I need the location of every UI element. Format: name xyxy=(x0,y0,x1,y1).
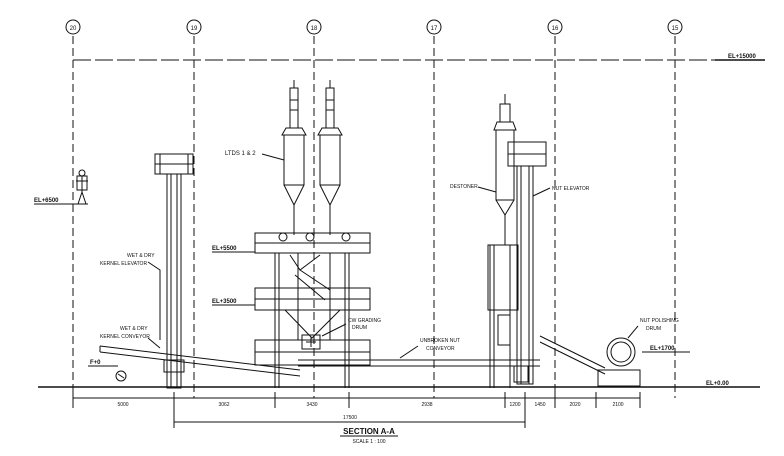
drawing-title-block: SECTION A-A SCALE 1 : 100 xyxy=(340,427,398,445)
nut-polishing-drum: NUT POLISHING DRUM xyxy=(539,318,679,387)
dim-segment-3: 3430 xyxy=(306,402,317,408)
kernel-elevator-label-1: WET & DRY xyxy=(127,253,155,259)
grid-axis-16: 16 xyxy=(547,19,563,398)
polishing-drum-label-2: DRUM xyxy=(646,326,661,332)
destoner-and-nut-elevator: DESTONER NUT ELEVATOR xyxy=(450,94,590,388)
level-person-label: EL+6500 xyxy=(34,198,59,204)
polishing-drum-label-1: NUT POLISHING xyxy=(640,318,679,324)
grid-axis-17: 17 xyxy=(426,19,442,398)
grid-axis-19: 19 xyxy=(186,19,202,398)
kernel-conveyor: WET & DRY KERNEL CONVEYOR xyxy=(99,326,301,382)
kernel-conveyor-label-1: WET & DRY xyxy=(120,326,148,332)
nut-conveyor-label-2: CONVEYOR xyxy=(426,346,455,352)
central-structure: CW GRADING DRUM xyxy=(254,232,381,388)
level-lines: EL+15000 EL+0.00 EL+6500 EL+5500 EL+3500… xyxy=(34,54,765,388)
grading-drum-label-2: DRUM xyxy=(352,325,367,331)
level-top-label: EL+15000 xyxy=(728,54,757,60)
grid-axis-20: 20 xyxy=(65,19,81,398)
level-ground-label: EL+0.00 xyxy=(706,381,730,387)
level-right-label: EL+1700 xyxy=(650,346,675,352)
grid-label-16: 16 xyxy=(552,26,559,32)
dim-segment-1: 5000 xyxy=(117,402,128,408)
level-ground-left-label: F+0 xyxy=(90,360,101,366)
kernel-elevator-label-2: KERNEL ELEVATOR xyxy=(100,261,147,267)
ltds-columns: LTDS 1 & 2 xyxy=(225,80,343,235)
dimension-lines: 5000 3062 3430 2938 1200 1450 2020 2100 … xyxy=(72,392,641,428)
grid-axis-15: 15 xyxy=(667,19,683,398)
dim-segment-6: 1450 xyxy=(534,402,545,408)
dim-segment-7: 2020 xyxy=(569,402,580,408)
grid-label-19: 19 xyxy=(191,26,198,32)
drawing-title: SECTION A-A xyxy=(343,427,395,436)
level-upper-label: EL+5500 xyxy=(212,246,237,252)
dim-segment-2: 3062 xyxy=(218,402,229,408)
grid-axis-18: 18 xyxy=(306,19,322,398)
grading-drum-label-1: CW GRADING xyxy=(348,318,381,324)
grid-axes: 20 19 18 17 16 15 xyxy=(65,19,683,398)
grid-label-15: 15 xyxy=(672,26,679,32)
dim-overall: 17500 xyxy=(343,415,357,421)
grid-label-20: 20 xyxy=(70,26,77,32)
nut-conveyor-label-1: UNBROKEN NUT xyxy=(420,338,460,344)
dim-segment-8: 2100 xyxy=(612,402,623,408)
level-middle-label: EL+3500 xyxy=(212,299,237,305)
kernel-conveyor-label-2: KERNEL CONVEYOR xyxy=(100,334,150,340)
unbroken-nut-conveyor: UNBROKEN NUT CONVEYOR xyxy=(298,338,540,367)
grid-label-18: 18 xyxy=(311,26,318,32)
person-figure xyxy=(76,169,88,205)
dim-segment-5: 1200 xyxy=(509,402,520,408)
grid-label-17: 17 xyxy=(431,26,438,32)
nut-elevator-label: NUT ELEVATOR xyxy=(552,186,590,192)
destoner-label: DESTONER xyxy=(450,184,478,190)
dim-segment-4: 2938 xyxy=(421,402,432,408)
drawing-scale: SCALE 1 : 100 xyxy=(352,439,385,445)
kernel-elevator: WET & DRY KERNEL ELEVATOR xyxy=(100,153,194,389)
ltds-label: LTDS 1 & 2 xyxy=(225,151,256,157)
